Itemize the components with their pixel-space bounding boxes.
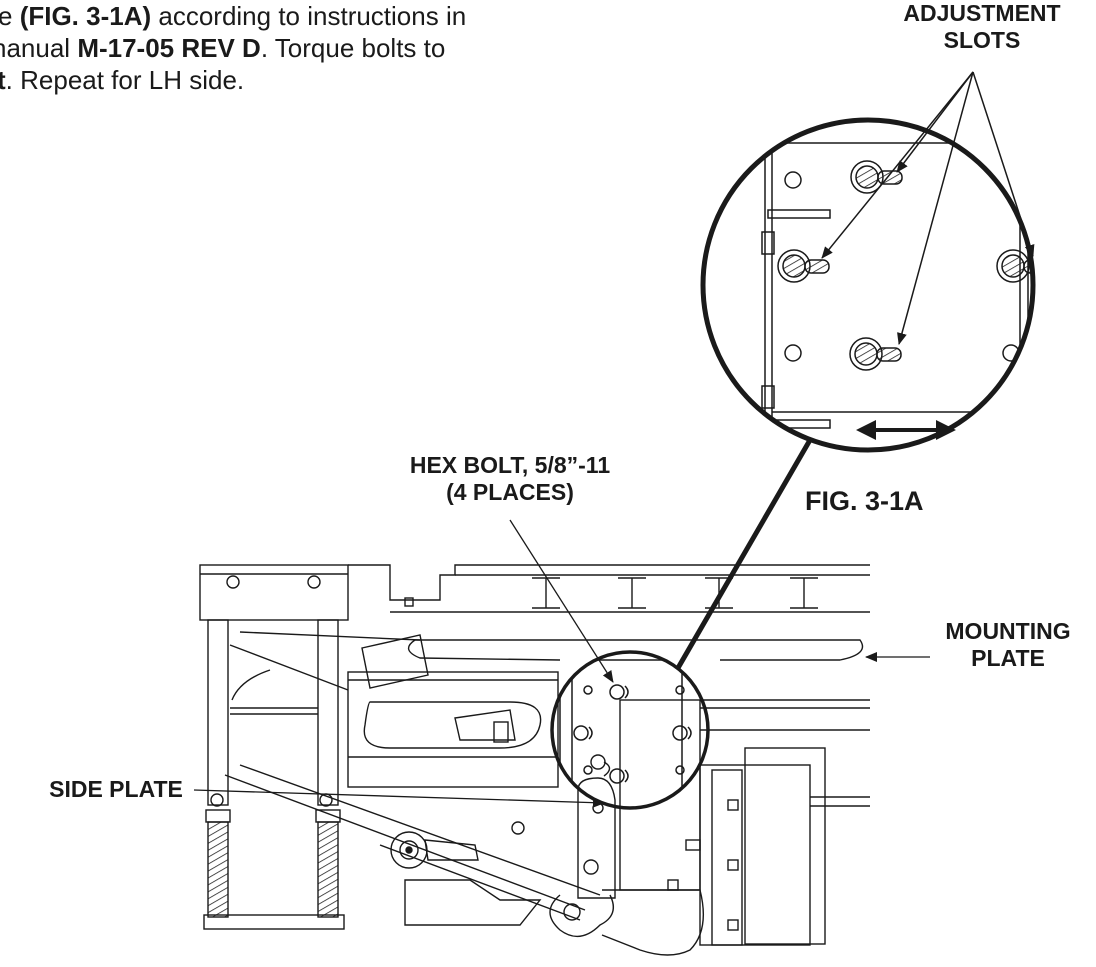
instruction-line-2: nanual M-17-05 REV D. Torque bolts to: [0, 33, 446, 63]
hex-bolt-leader: [509, 519, 614, 683]
main-assembly: [199, 564, 870, 956]
gear-motor: [699, 747, 870, 946]
left-upright: [207, 619, 229, 806]
leader-lines: [193, 519, 930, 808]
adjustment-slots-label: ADJUSTMENT SLOTS: [903, 0, 1061, 53]
mounting-bracket: [619, 699, 701, 891]
right-upright: [317, 619, 339, 806]
detail-view: [700, 71, 1036, 453]
caster-wheel: [390, 831, 479, 869]
detail-bolt-bottom: [849, 337, 902, 371]
detail-bolt-left: [777, 249, 830, 283]
detail-bolt-right: [996, 249, 1033, 283]
instruction-line-1: e (FIG. 3-1A) according to instructions …: [0, 1, 467, 31]
side-plate: [577, 777, 616, 899]
figure-caption: FIG. 3-1A: [805, 486, 924, 516]
conveyor-section: [347, 671, 559, 788]
roller-ibeams: [532, 577, 818, 609]
hex-bolt-label: HEX BOLT, 5/8”-11 (4 PLACES): [409, 452, 611, 505]
side-plate-leader: [193, 789, 605, 808]
instruction-text: e (FIG. 3-1A) according to instructions …: [0, 0, 640, 96]
bolt-pattern-circle: [550, 650, 710, 810]
instruction-line-3: t. Repeat for LH side.: [0, 65, 245, 95]
side-plate-label: SIDE PLATE: [49, 776, 183, 802]
left-arrowhead: [856, 420, 876, 440]
mounting-plate-label: MOUNTING PLATE: [945, 618, 1071, 671]
end-frame-top: [199, 564, 349, 621]
right-arrowhead: [936, 420, 956, 440]
mounting-plate-rail: [415, 639, 864, 661]
detail-bolt-top: [850, 160, 903, 194]
detail-connector-line: [675, 438, 813, 670]
